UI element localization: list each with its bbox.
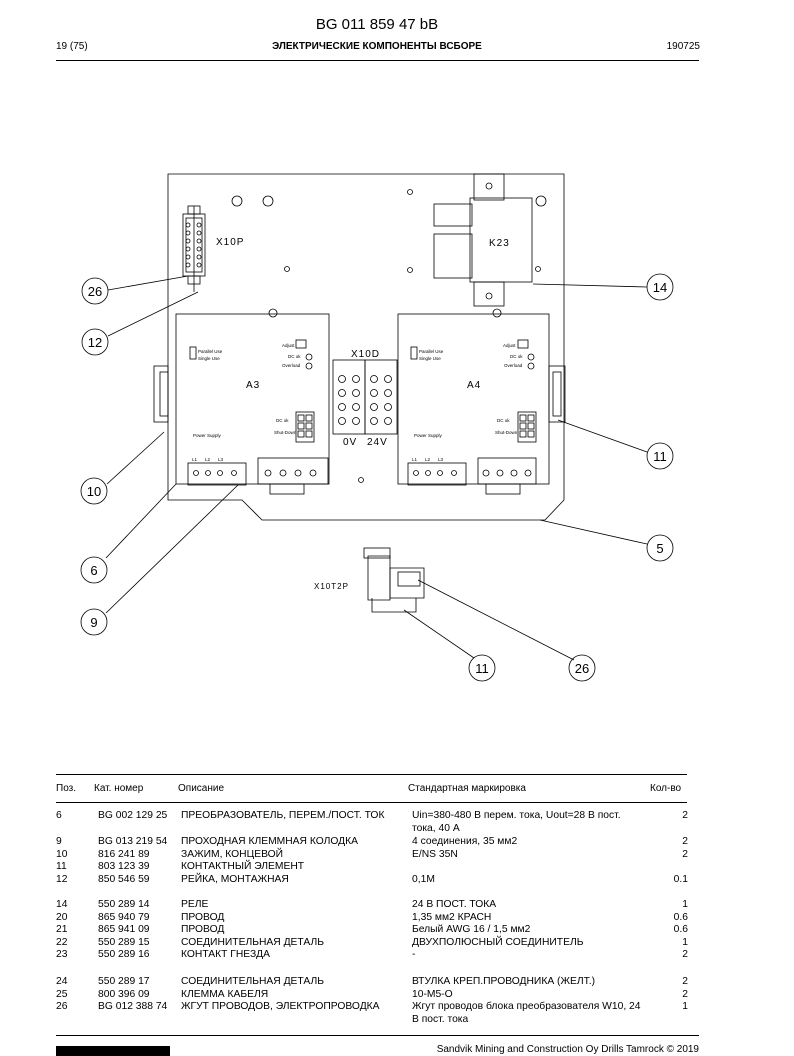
a3-power-supply: Power Supply: [193, 433, 222, 438]
callout-6: 6: [80, 556, 108, 584]
svg-text:11: 11: [653, 449, 667, 464]
col-header-pos: Поз.: [56, 783, 76, 794]
a3-shutdown: Shut-Down: [274, 430, 297, 435]
assembly-drawing: X10P K23 A3 Parallel Use Single Use Adju…: [80, 173, 674, 682]
callout-11-right: 11: [646, 442, 674, 470]
relay-k23: [433, 173, 533, 307]
document-date: 190725: [666, 41, 700, 52]
a4-single-use: Single Use: [419, 356, 441, 361]
svg-text:26: 26: [575, 661, 589, 676]
label-0v: 0V: [343, 437, 357, 448]
col-header-desc: Описание: [178, 783, 225, 794]
footer-copyright: Sandvik Mining and Construction Oy Drill…: [436, 1044, 699, 1055]
a3-l3: L3: [218, 457, 224, 462]
a4-dc-ok-relay: DC ok: [497, 418, 510, 423]
label-a4: A4: [467, 380, 481, 391]
a4-dc-ok: DC ok: [510, 354, 523, 359]
end-clamps: [153, 365, 566, 423]
a3-parallel-use: Parallel Use: [198, 349, 223, 354]
table-header-rule: [56, 802, 687, 803]
terminal-block-x10d: [332, 359, 398, 435]
svg-text:9: 9: [90, 615, 97, 630]
label-24v: 24V: [367, 437, 388, 448]
a3-l2: L2: [205, 457, 211, 462]
a4-overload: Overload: [504, 363, 523, 368]
document-code: BG 011 859 47 bB: [315, 16, 439, 33]
a3-overload: Overload: [282, 363, 301, 368]
terminal-block-x10p: [182, 205, 206, 292]
callout-14: 14: [646, 273, 674, 301]
label-x10t2p: X10T2P: [314, 582, 349, 591]
a4-shutdown: Shut-Down: [495, 430, 518, 435]
page-number: 19 (75): [56, 41, 88, 52]
callout-12: 12: [81, 328, 109, 356]
label-k23: K23: [489, 238, 510, 249]
svg-text:10: 10: [87, 484, 101, 499]
a3-single-use: Single Use: [198, 356, 220, 361]
page-title: ЭЛЕКТРИЧЕСКИЕ КОМПОНЕНТЫ ВСБОРЕ: [272, 41, 482, 52]
plate-holes: [231, 189, 547, 483]
a4-adjust: Adjust: [503, 343, 516, 348]
svg-text:5: 5: [656, 541, 663, 556]
header-divider: [56, 60, 699, 61]
a3-l1: L1: [192, 457, 198, 462]
label-x10p: X10P: [216, 237, 244, 248]
a3-dc-ok: DC ok: [288, 354, 301, 359]
a4-l2: L2: [425, 457, 431, 462]
svg-text:11: 11: [475, 661, 489, 676]
callout-9: 9: [80, 608, 108, 636]
a3-adjust: Adjust: [282, 343, 295, 348]
callout-26-top: 26: [81, 277, 109, 305]
col-header-qty: Кол-во: [650, 783, 682, 794]
label-a3: A3: [246, 380, 260, 391]
callout-26-bottom: 26: [568, 654, 596, 682]
mounting-plate: [167, 173, 565, 521]
svg-text:26: 26: [88, 284, 102, 299]
a3-dc-ok-relay: DC ok: [276, 418, 289, 423]
col-header-std: Стандартная маркировка: [408, 783, 526, 794]
a4-power-supply: Power Supply: [414, 433, 443, 438]
svg-text:14: 14: [653, 280, 667, 295]
power-supply-a3: [175, 313, 330, 495]
connector-x10t2p: [363, 547, 425, 613]
svg-text:12: 12: [88, 335, 102, 350]
leader-lines: [105, 275, 648, 661]
power-supply-a4: [397, 313, 550, 495]
sandvik-logo: [56, 1046, 170, 1056]
footer-divider: [56, 1035, 699, 1036]
callout-5: 5: [646, 534, 674, 562]
col-header-cat: Кат. номер: [94, 783, 144, 794]
table-top-rule: [56, 774, 687, 775]
a4-l1: L1: [412, 457, 418, 462]
svg-text:6: 6: [90, 563, 97, 578]
a4-parallel-use: Parallel Use: [419, 349, 444, 354]
a4-l3: L3: [438, 457, 444, 462]
callout-11-bottom: 11: [468, 654, 496, 682]
callout-10: 10: [80, 477, 108, 505]
label-x10d: X10D: [351, 349, 380, 360]
